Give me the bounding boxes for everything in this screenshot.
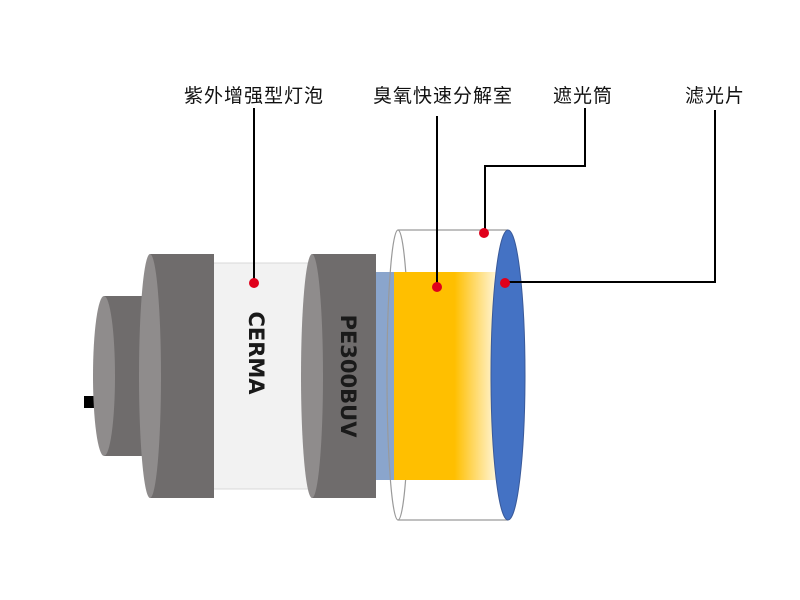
label-ozone-chamber: 臭氧快速分解室 [373,85,513,107]
marker-ozone-chamber [432,282,442,292]
rear-cap-face [93,296,115,456]
ozone-chamber-fill [394,272,504,480]
marker-light-tube [479,228,489,238]
marker-filter [500,278,510,288]
label-filter: 滤光片 [685,85,745,107]
filter-disc [490,229,526,521]
lamp-model-text: PE300BUV [336,315,360,439]
lamp-body [214,263,314,489]
label-uv-lamp: 紫外增强型灯泡 [184,85,324,107]
light-tube-outline [398,229,508,521]
front-ring-face [301,254,323,498]
leader-filter [505,110,716,283]
marker-uv-lamp [249,278,259,288]
rear-ring-face [139,254,161,498]
lamp-brand-text: CERMA [244,311,268,395]
leader-light-tube [484,108,586,232]
label-light-tube: 遮光筒 [553,85,613,107]
